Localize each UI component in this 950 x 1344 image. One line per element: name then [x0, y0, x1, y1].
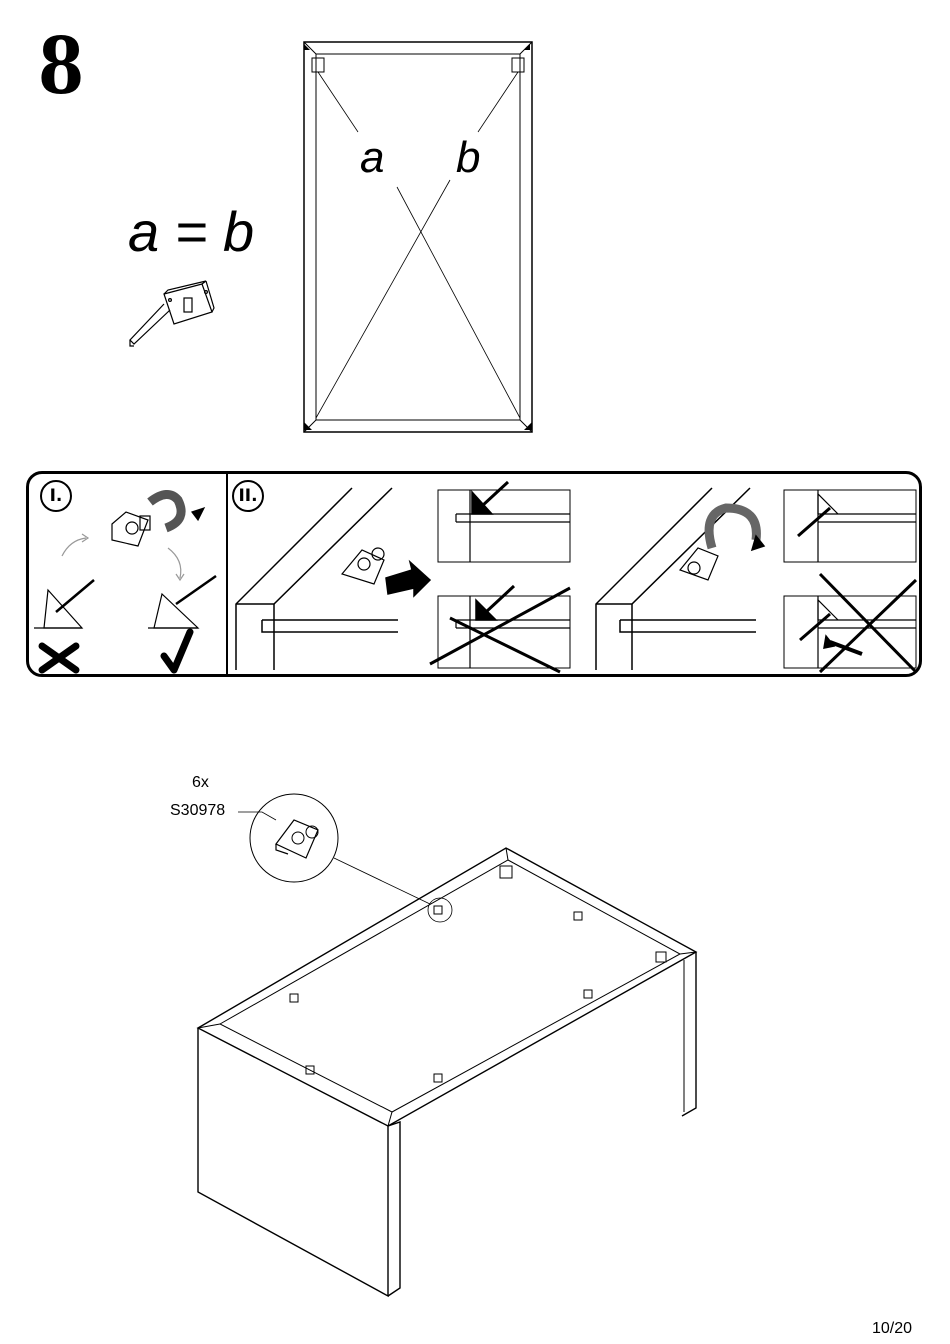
section-2-illustration — [236, 482, 916, 672]
cross-icon — [42, 646, 76, 670]
tape-measure-icon — [130, 281, 214, 346]
hardware-callout — [238, 794, 452, 922]
cabinet-illustration — [198, 848, 696, 1296]
section-1-illustration — [34, 494, 216, 628]
checkmark-icon — [164, 632, 190, 670]
frame-illustration — [304, 42, 532, 432]
